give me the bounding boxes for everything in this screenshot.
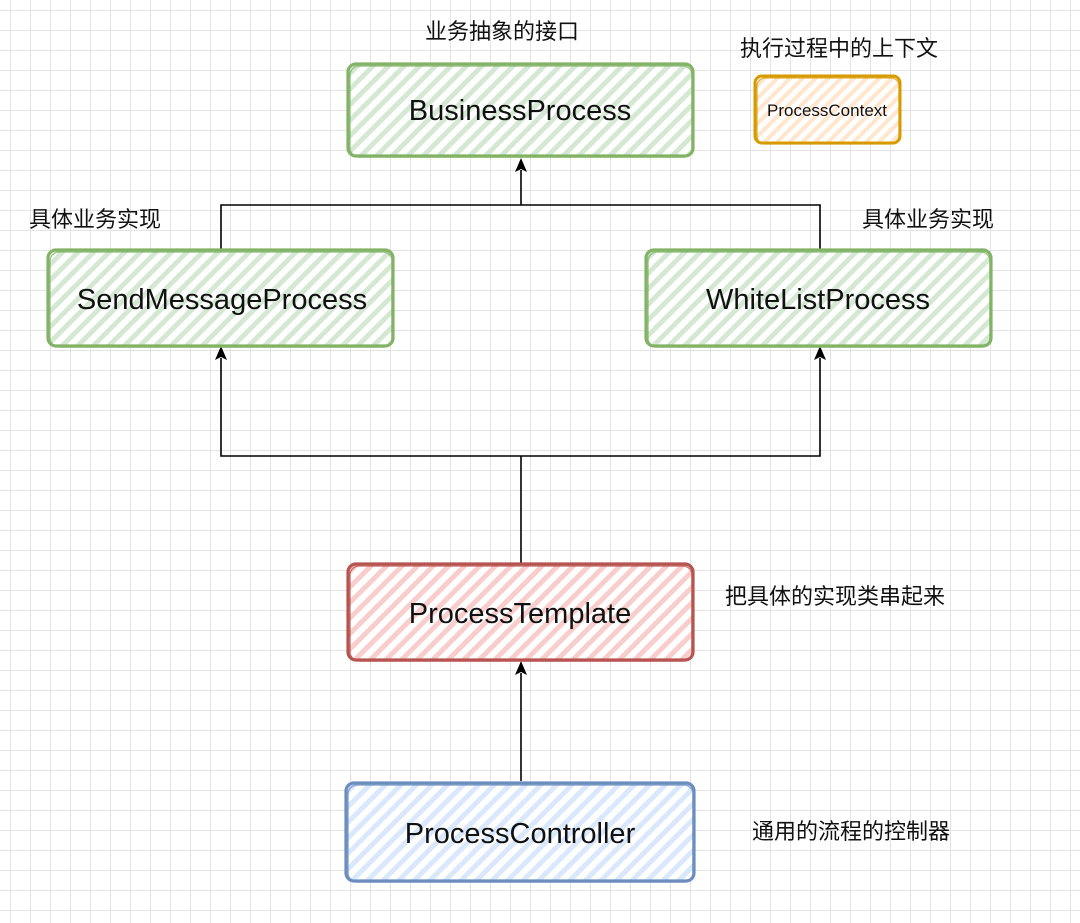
node-border-sketch: [49, 251, 393, 348]
edge-template-to-impls: [220, 358, 821, 457]
annotation-business-interface: 业务抽象的接口: [425, 20, 579, 45]
node-process-context[interactable]: ProcessContext: [753, 74, 902, 145]
edge-impl-to-business-process: [220, 204, 821, 250]
node-border-sketch: [347, 784, 694, 883]
annotation-execution-context: 执行过程中的上下文: [740, 37, 938, 62]
node-border: [46, 248, 395, 348]
annotation-template-desc: 把具体的实现类串起来: [725, 585, 945, 610]
node-business-process[interactable]: BusinessProcess: [346, 62, 695, 158]
node-border: [644, 248, 993, 348]
annotation-impl-right: 具体业务实现: [862, 208, 994, 233]
node-label-business-process: BusinessProcess: [409, 95, 631, 127]
annotation-impl-left: 具体业务实现: [29, 208, 161, 233]
node-label-send-message-process: SendMessageProcess: [77, 284, 367, 316]
arrowhead-process-template: [515, 661, 527, 675]
node-label-process-template: ProcessTemplate: [409, 598, 631, 630]
annotation-controller-desc: 通用的流程的控制器: [752, 820, 950, 845]
node-border: [344, 781, 696, 883]
node-label-process-context: ProcessContext: [767, 101, 887, 120]
node-white-list-process[interactable]: WhiteListProcess: [644, 248, 993, 348]
arrowhead-business-process: [515, 158, 527, 172]
node-border-sketch: [756, 77, 900, 145]
node-border-sketch: [349, 565, 693, 662]
node-label-process-controller: ProcessController: [405, 818, 636, 850]
arrowheads: [215, 158, 826, 675]
node-border-sketch: [349, 65, 693, 158]
connectors: [220, 170, 821, 781]
node-border-sketch: [647, 251, 991, 348]
node-label-white-list-process: WhiteListProcess: [706, 284, 930, 316]
arrowhead-send-message-process: [215, 346, 227, 360]
node-border: [346, 562, 695, 662]
node-process-controller[interactable]: ProcessController: [344, 781, 696, 883]
node-process-template[interactable]: ProcessTemplate: [346, 562, 695, 662]
node-border: [346, 62, 695, 158]
node-send-message-process[interactable]: SendMessageProcess: [46, 248, 395, 348]
node-border: [753, 74, 902, 145]
arrowhead-white-list-process: [814, 346, 826, 360]
